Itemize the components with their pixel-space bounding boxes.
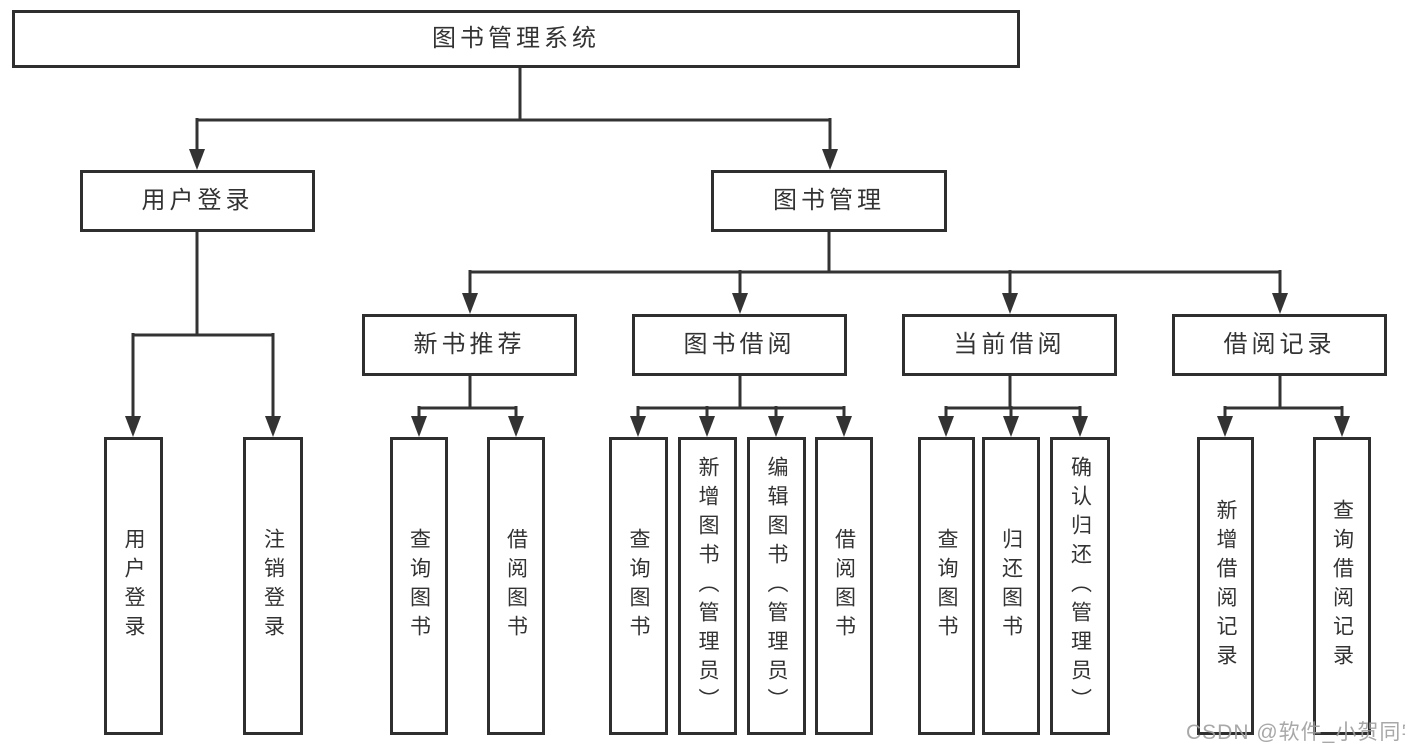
node-label: 当前借阅 [953,331,1066,358]
node-user-login: 用户登录 [80,170,315,232]
leaf-edit-book-admin: 编辑图书（管理员） [747,437,806,735]
node-label: 确认归还（管理员） [1068,455,1092,717]
connector-book-borrow-branch [630,376,852,437]
node-label: 新增借阅记录 [1214,499,1237,673]
node-label: 归还图书 [999,528,1023,644]
connector-user-login-branch [125,232,281,437]
node-label: 借阅图书 [504,528,528,644]
node-book-borrow: 图书借阅 [632,314,847,376]
connector-new-book-branch [411,376,524,437]
leaf-query-books-borrow: 查询图书 [609,437,668,735]
leaf-query-books-current: 查询图书 [918,437,975,735]
connector-root-to-level2 [189,68,838,170]
node-label: 新增图书（管理员） [696,455,719,717]
node-label: 借阅记录 [1223,331,1336,358]
leaf-query-books-recommend: 查询图书 [390,437,448,735]
leaf-borrow-books-recommend: 借阅图书 [487,437,545,735]
leaf-confirm-return-admin: 确认归还（管理员） [1050,437,1110,735]
connector-book-management-branch [462,232,1288,314]
connector-current-borrow-branch [938,376,1088,437]
node-label: 查询图书 [627,528,650,644]
node-current-borrow: 当前借阅 [902,314,1117,376]
node-borrow-records: 借阅记录 [1172,314,1387,376]
node-book-management: 图书管理 [711,170,947,232]
leaf-logout: 注销登录 [243,437,303,735]
connector-borrow-record-branch [1217,376,1350,437]
node-label: 用户登录 [141,187,254,214]
node-label: 图书管理系统 [432,25,600,52]
node-label: 借阅图书 [832,528,856,644]
node-label: 编辑图书（管理员） [765,455,788,717]
node-label: 注销登录 [261,528,285,644]
node-root: 图书管理系统 [12,10,1020,68]
node-label: 图书借阅 [683,331,796,358]
node-label: 新书推荐 [413,331,526,358]
node-new-book-recommend: 新书推荐 [362,314,577,376]
csdn-watermark: CSDN @软件_小贺同学 [1186,721,1405,744]
node-label: 用户登录 [122,528,145,644]
leaf-user-login: 用户登录 [104,437,163,735]
leaf-query-borrow-record: 查询借阅记录 [1313,437,1371,735]
node-label: 图书管理 [773,187,885,214]
node-label: 查询借阅记录 [1330,499,1354,673]
leaf-return-books: 归还图书 [982,437,1040,735]
leaf-add-borrow-record: 新增借阅记录 [1197,437,1254,735]
node-label: 查询图书 [407,528,431,644]
node-label: 查询图书 [935,528,958,644]
leaf-add-book-admin: 新增图书（管理员） [678,437,737,735]
leaf-borrow-books: 借阅图书 [815,437,873,735]
